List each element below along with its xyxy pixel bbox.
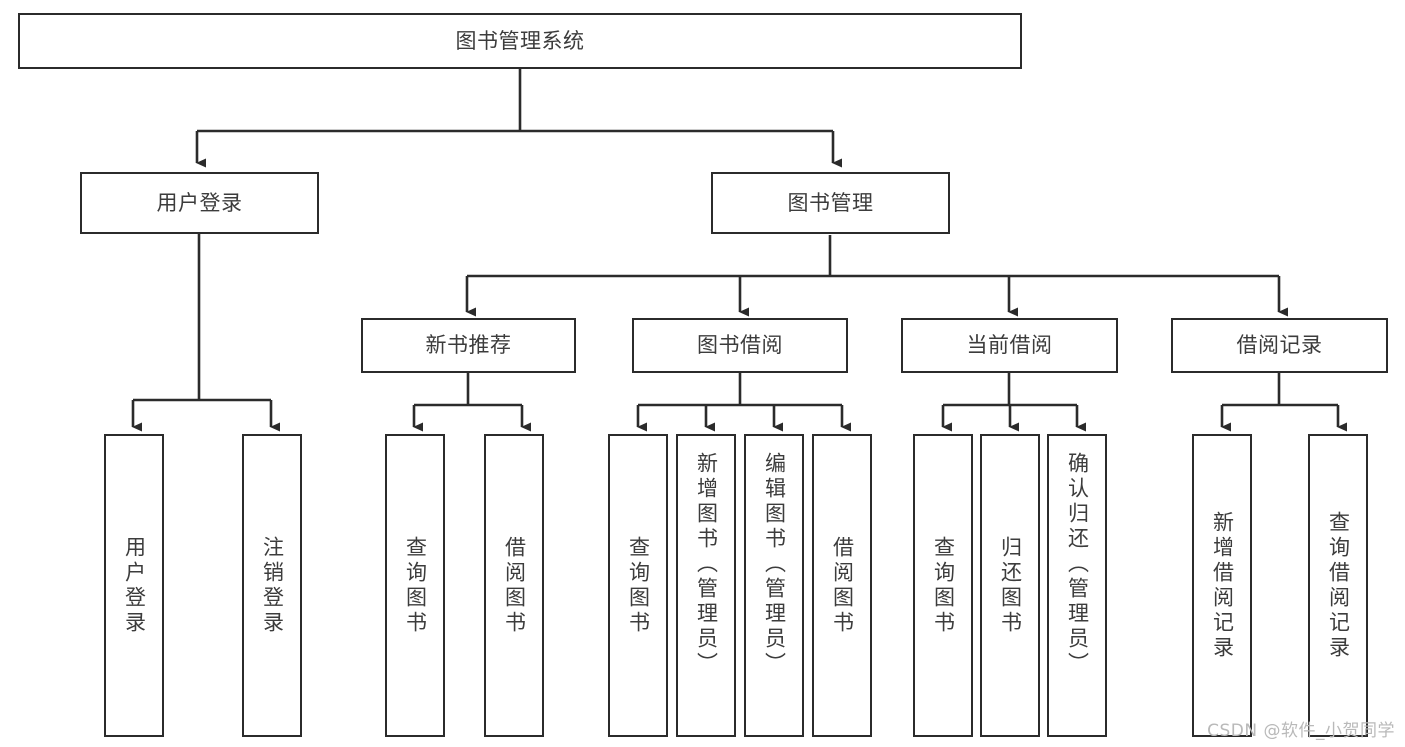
node-book-management[interactable]: 图书管理 [711,172,950,234]
node-label: 注销登录 [260,535,285,636]
node-label: 图书管理 [787,190,874,215]
node-label: 查询图书 [931,535,956,636]
node-label: 图书借阅 [697,333,783,358]
leaf-confirm-return[interactable]: 确认归还（管理员） [1047,434,1107,737]
node-root-book-management-system[interactable]: 图书管理系统 [18,13,1022,69]
leaf-borrow-book-1[interactable]: 借阅图书 [484,434,544,737]
leaf-query-book-3[interactable]: 查询图书 [913,434,973,737]
leaf-edit-book[interactable]: 编辑图书（管理员） [744,434,804,737]
leaf-query-book-2[interactable]: 查询图书 [608,434,668,737]
node-label: 新增图书（管理员） [694,452,719,677]
node-label: 图书管理系统 [455,28,585,53]
node-label: 编辑图书（管理员） [762,452,787,677]
node-label: 借阅记录 [1236,333,1323,358]
node-label: 借阅图书 [830,535,855,636]
leaf-add-borrow-record[interactable]: 新增借阅记录 [1192,434,1252,737]
node-label: 查询图书 [626,535,651,636]
node-label: 确认归还（管理员） [1065,452,1090,677]
node-label: 用户登录 [156,190,243,215]
node-label: 归还图书 [998,535,1023,636]
node-label: 用户登录 [122,535,147,636]
node-book-borrow[interactable]: 图书借阅 [632,318,848,373]
leaf-query-borrow-record[interactable]: 查询借阅记录 [1308,434,1368,737]
csdn-watermark: CSDN @软件_小贺同学 [1207,721,1395,741]
node-label: 借阅图书 [502,535,527,636]
node-label: 新增借阅记录 [1210,510,1235,661]
leaf-borrow-book-2[interactable]: 借阅图书 [812,434,872,737]
leaf-add-book[interactable]: 新增图书（管理员） [676,434,736,737]
leaf-query-book-1[interactable]: 查询图书 [385,434,445,737]
leaf-return-book[interactable]: 归还图书 [980,434,1040,737]
node-borrow-record[interactable]: 借阅记录 [1171,318,1388,373]
leaf-user-login[interactable]: 用户登录 [104,434,164,737]
node-label: 查询图书 [403,535,428,636]
node-new-book-recommendation[interactable]: 新书推荐 [361,318,576,373]
node-label: 当前借阅 [966,333,1053,358]
node-user-login[interactable]: 用户登录 [80,172,319,234]
leaf-logout[interactable]: 注销登录 [242,434,302,737]
node-label: 新书推荐 [425,333,512,358]
node-label: 查询借阅记录 [1326,510,1351,661]
node-current-borrow[interactable]: 当前借阅 [901,318,1118,373]
